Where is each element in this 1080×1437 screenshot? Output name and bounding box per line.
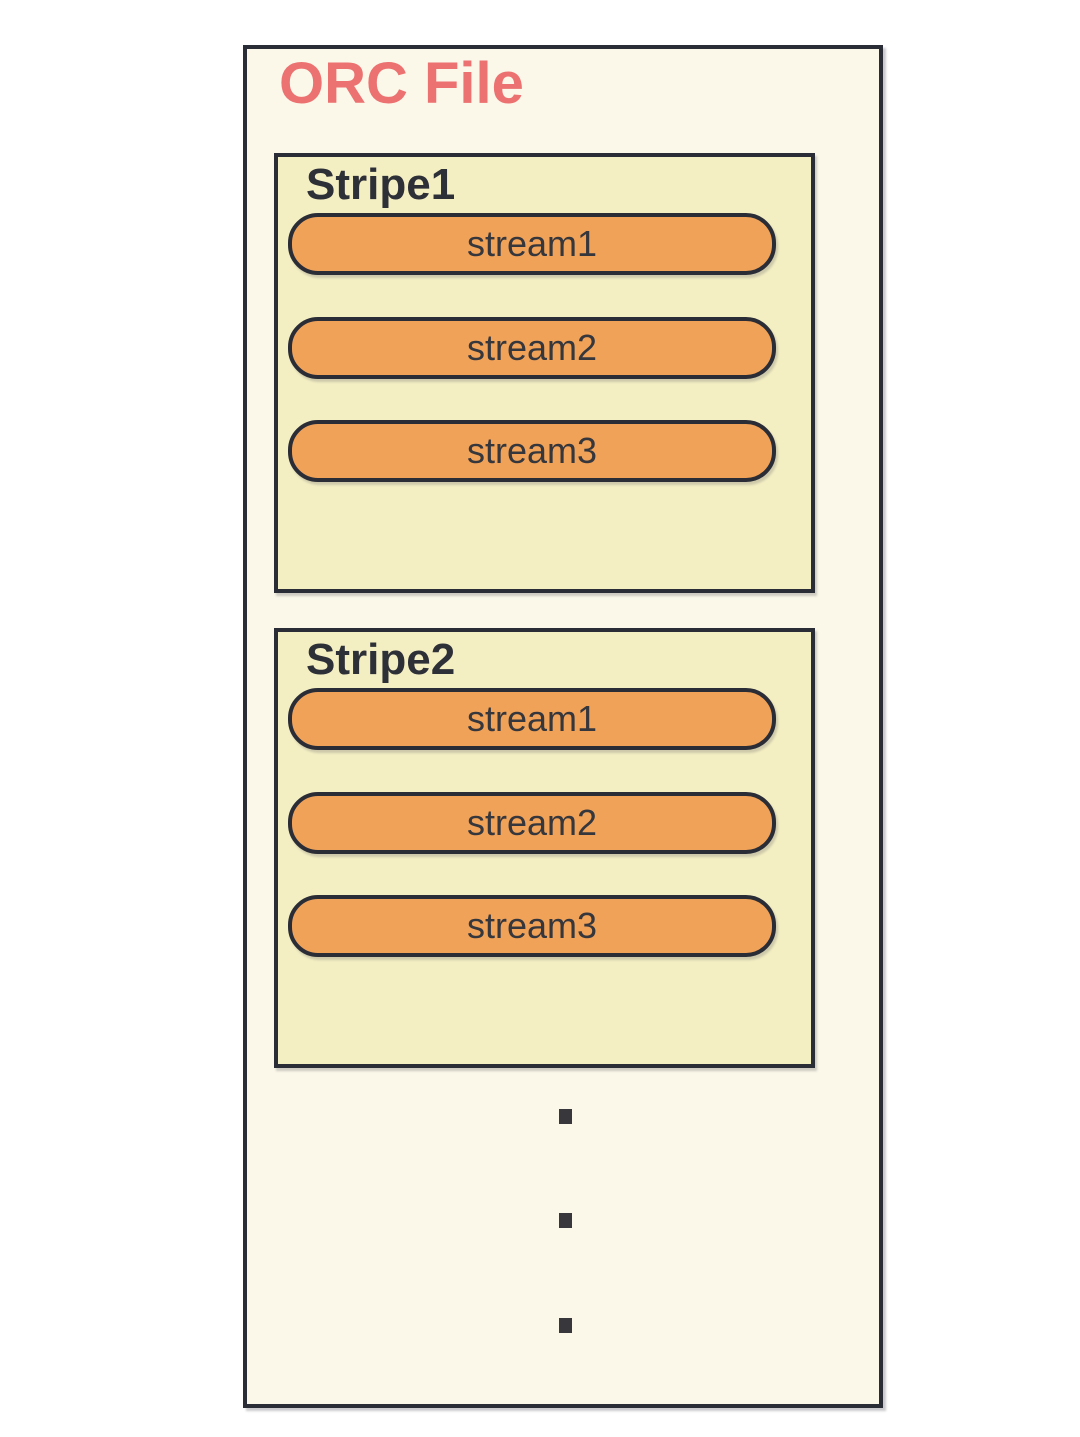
stripe2-label: Stripe2	[306, 635, 456, 684]
stripe1-stream3-label: stream3	[466, 430, 598, 471]
stripe2-stream1-pill: stream1	[288, 688, 776, 750]
stripe1-stream2-label: stream2	[466, 327, 598, 368]
stripe1-stream1-label: stream1	[466, 223, 598, 264]
stripe1-stream1-pill: stream1	[288, 213, 776, 275]
stripe1-stream2-pill: stream2	[288, 317, 776, 379]
stripe2-box: Stripe2 stream1 stream2 stream3	[274, 628, 815, 1068]
stripe1-box: Stripe1 stream1 stream2 stream3	[274, 153, 815, 593]
stripe2-stream3-label: stream3	[466, 905, 598, 946]
ellipsis-dot-icon	[559, 1318, 572, 1333]
ellipsis-dot-icon	[559, 1213, 572, 1228]
stripe2-stream3-pill: stream3	[288, 895, 776, 957]
stripe2-stream2-label: stream2	[466, 802, 598, 843]
stripe2-stream1-label: stream1	[466, 698, 598, 739]
stripe2-stream2-pill: stream2	[288, 792, 776, 854]
stripe1-label: Stripe1	[306, 160, 456, 209]
stripe1-stream3-pill: stream3	[288, 420, 776, 482]
orc-file-title: ORC File	[279, 51, 524, 116]
orc-file-box: ORC File Stripe1 stream1 stream2 stream3…	[243, 45, 883, 1408]
ellipsis-dot-icon	[559, 1109, 572, 1124]
